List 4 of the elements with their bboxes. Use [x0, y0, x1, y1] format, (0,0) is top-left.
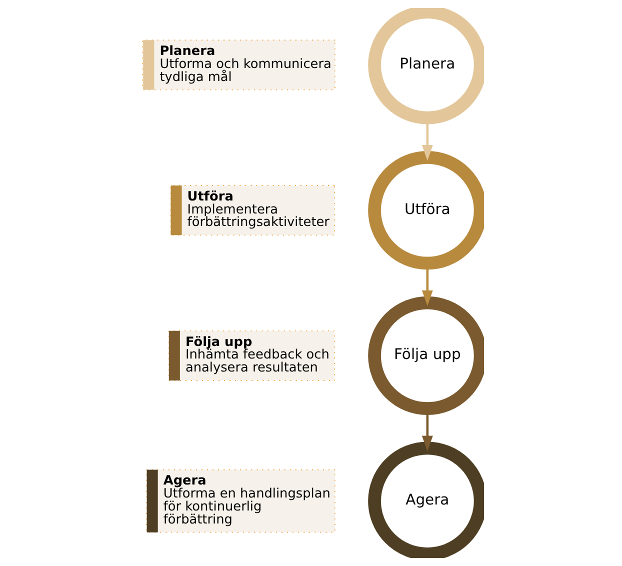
node-circle: Följa upp: [368, 296, 484, 416]
node-circle: Utföra: [368, 150, 484, 270]
node-circle: Planera: [368, 8, 484, 124]
node-circle: Agera: [368, 442, 484, 558]
